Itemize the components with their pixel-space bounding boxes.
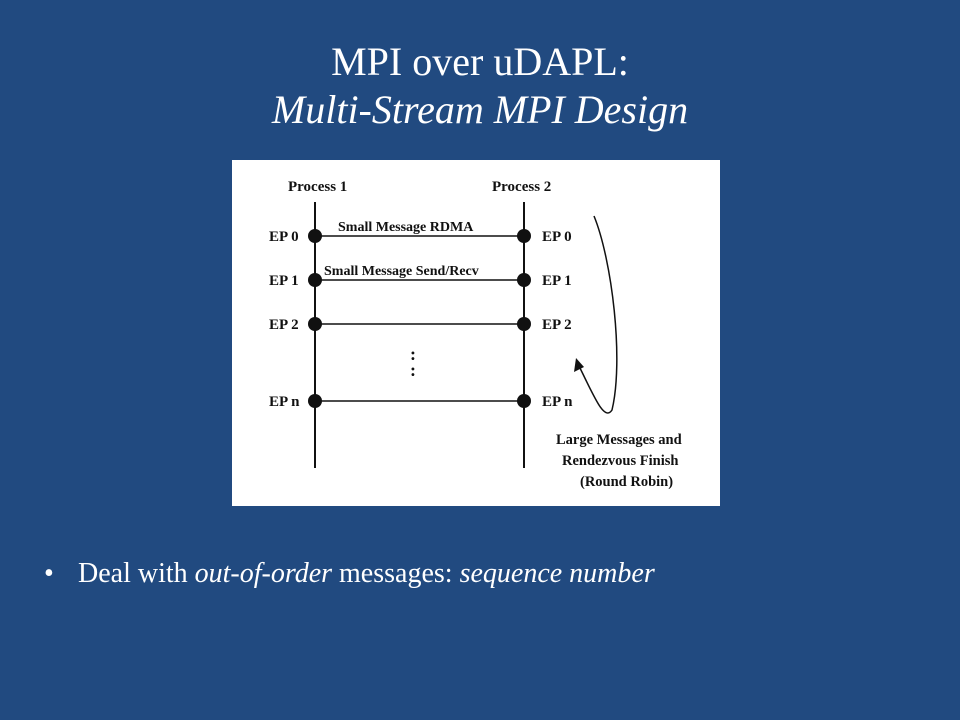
bullet-emphasis-2: sequence number <box>459 558 655 589</box>
process-1-label: Process 1 <box>288 179 347 195</box>
endpoint-right-ep0: EP 0 <box>542 229 572 245</box>
endpoint-dot-left-epn <box>308 394 322 408</box>
bullet-marker: • <box>44 558 54 589</box>
connection-label-ep0: Small Message RDMA <box>338 220 474 235</box>
endpoint-right-ep1: EP 1 <box>542 273 572 289</box>
ellipsis-top: : <box>410 344 416 364</box>
endpoint-dot-right-ep0 <box>517 229 531 243</box>
endpoint-left-ep0: EP 0 <box>269 229 299 245</box>
endpoint-left-ep1: EP 1 <box>269 273 299 289</box>
bullet-item: • Deal with out-of-order messages: sequen… <box>44 556 944 592</box>
process-2-label: Process 2 <box>492 179 551 195</box>
endpoint-left-epn: EP n <box>269 394 300 410</box>
bullet-emphasis-1: out-of-order <box>194 558 333 589</box>
endpoint-right-ep2: EP 2 <box>542 317 572 333</box>
bullet-text-1: Deal with <box>78 558 195 589</box>
endpoint-dot-right-ep1 <box>517 273 531 287</box>
diagram-canvas: Process 1 Process 2 EP 0 EP 0 Small Mess… <box>269 179 682 490</box>
ellipsis-bottom: : <box>410 360 416 380</box>
multi-stream-diagram: Process 1 Process 2 EP 0 EP 0 Small Mess… <box>232 160 720 506</box>
note-line-1: Large Messages and <box>556 432 682 448</box>
note-line-3: (Round Robin) <box>580 474 673 490</box>
note-line-2: Rendezvous Finish <box>562 453 678 469</box>
endpoint-dot-right-epn <box>517 394 531 408</box>
endpoint-dot-left-ep0 <box>308 229 322 243</box>
title-line-1: MPI over uDAPL: <box>331 39 629 84</box>
round-robin-arrow <box>577 215 618 414</box>
slide-title: MPI over uDAPL: Multi-Stream MPI Design <box>0 38 960 134</box>
endpoint-dot-left-ep2 <box>308 317 322 331</box>
endpoint-right-epn: EP n <box>542 394 573 410</box>
round-robin-arrowhead <box>574 358 584 372</box>
endpoint-left-ep2: EP 2 <box>269 317 299 333</box>
endpoint-dot-left-ep1 <box>308 273 322 287</box>
endpoint-dot-right-ep2 <box>517 317 531 331</box>
connection-label-ep1: Small Message Send/Recv <box>324 264 479 279</box>
title-line-2: Multi-Stream MPI Design <box>271 87 689 132</box>
bullet-text-2: messages: <box>332 558 460 589</box>
